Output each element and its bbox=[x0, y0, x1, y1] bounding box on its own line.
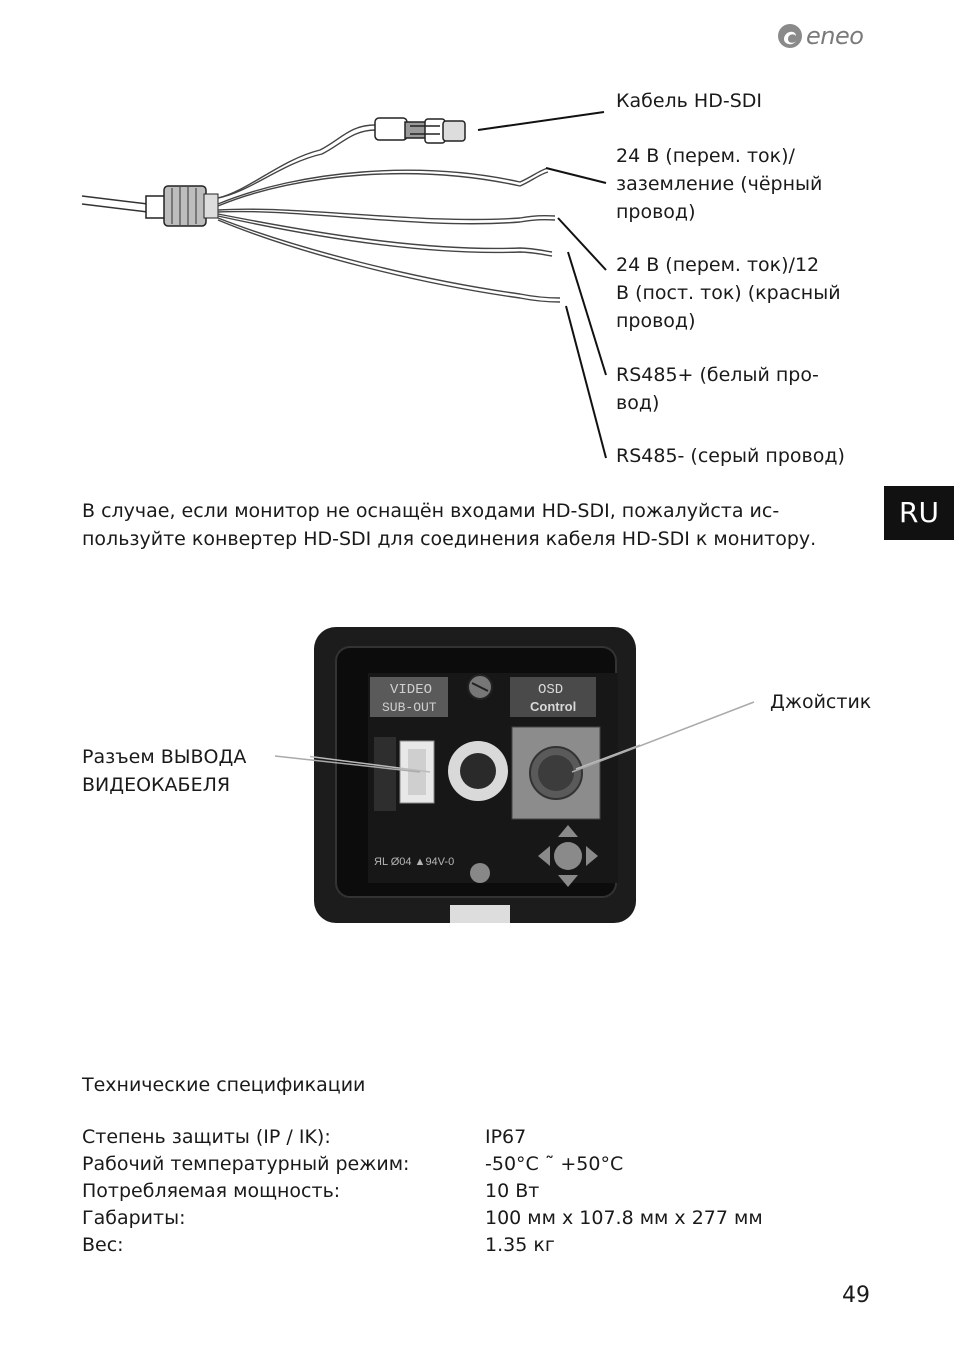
board-video-text: VIDEO bbox=[390, 682, 432, 698]
board-subout-text: SUB-OUT bbox=[382, 700, 437, 715]
photo-leader-lines bbox=[274, 701, 755, 773]
rs485-plus-label: RS485+ (белый про- вод) bbox=[616, 364, 819, 414]
eneo-logo-icon bbox=[778, 24, 802, 48]
spec-row: Потребляемая мощность:10 Вт bbox=[82, 1180, 540, 1202]
spec-row: Рабочий температурный режим:-50°C ˜ +50°… bbox=[82, 1153, 624, 1175]
board-control-text: Control bbox=[530, 699, 576, 714]
ground-wire-label: 24 В (перем. ток)/ заземление (чёрный пр… bbox=[616, 145, 823, 223]
joystick-label: Джойстик bbox=[770, 691, 872, 713]
spec-row: Степень защиты (IP / IK):IP67 bbox=[82, 1126, 527, 1148]
main-cable bbox=[81, 195, 149, 213]
leader-lines bbox=[477, 111, 607, 459]
board-osd-text: OSD bbox=[538, 682, 563, 698]
page-number: 49 bbox=[842, 1283, 870, 1308]
logo-text: eneo bbox=[806, 22, 864, 50]
spec-row: Вес:1.35 кг bbox=[82, 1234, 555, 1256]
hdsdi-connector bbox=[374, 117, 466, 144]
video-out-label: Разъем ВЫВОДА ВИДЕОКАБЕЛЯ bbox=[82, 746, 247, 796]
brand-logo: eneo bbox=[776, 20, 876, 54]
hdsdi-cable-label: Кабель HD-SDI bbox=[616, 90, 762, 112]
hdsdi-converter-note: В случае, если монитор не оснащён входам… bbox=[82, 500, 817, 550]
specs-table: Степень защиты (IP / IK):IP67 Рабочий те… bbox=[82, 1126, 763, 1261]
board-marking-text: ЯL Ø04 ▲94V-0 bbox=[374, 856, 454, 868]
dpad-icon bbox=[538, 825, 598, 887]
rs485-minus-label: RS485- (серый провод) bbox=[616, 445, 845, 467]
language-tab: RU bbox=[884, 486, 954, 540]
power-wire-label: 24 В (перем. ток)/12 В (пост. ток) (крас… bbox=[616, 254, 841, 332]
control-board-photo: VIDEO SUB-OUT OSD Control ЯL Ø04 ▲94V-0 bbox=[310, 627, 640, 923]
specs-title: Технические спецификации bbox=[82, 1074, 366, 1096]
spec-row: Габариты:100 мм x 107.8 мм x 277 мм bbox=[82, 1207, 763, 1229]
cable-gland bbox=[145, 185, 219, 227]
cable-diagram bbox=[81, 111, 607, 459]
wires bbox=[217, 124, 561, 303]
